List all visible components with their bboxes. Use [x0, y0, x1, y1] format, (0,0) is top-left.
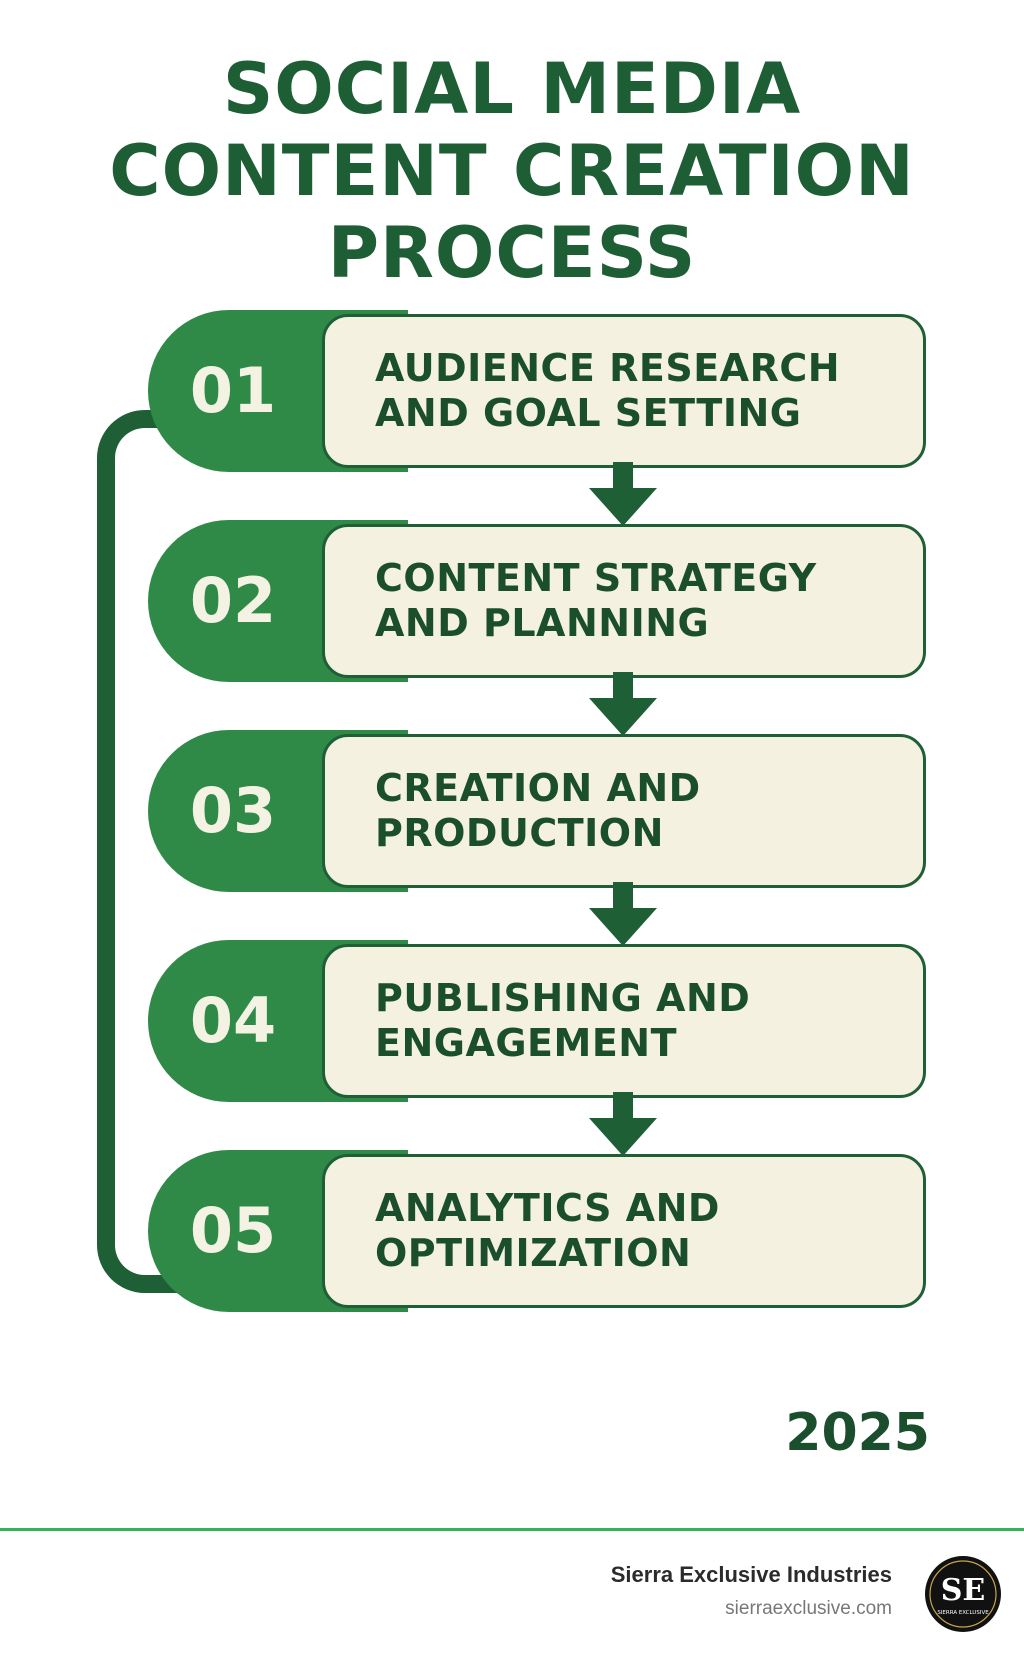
- down-arrow-icon: [589, 672, 657, 736]
- step-label-box: ANALYTICS AND OPTIMIZATION: [322, 1154, 926, 1308]
- step-label-box: AUDIENCE RESEARCH AND GOAL SETTING: [322, 314, 926, 468]
- step-label: ANALYTICS AND OPTIMIZATION: [375, 1157, 915, 1305]
- step-label: CREATION AND PRODUCTION: [375, 737, 915, 885]
- step-label-line-2: AND PLANNING: [375, 601, 710, 645]
- logo-subtext: SIERRA EXCLUSIVE: [937, 1610, 989, 1616]
- company-logo: SE SIERRA EXCLUSIVE: [925, 1556, 1001, 1632]
- step-label: PUBLISHING AND ENGAGEMENT: [375, 947, 915, 1095]
- step-label-line-1: CREATION AND: [375, 766, 701, 810]
- year-label: 2025: [785, 1403, 930, 1463]
- step-number: 02: [189, 564, 277, 637]
- step-3: 03 CREATION AND PRODUCTION: [148, 730, 928, 892]
- down-arrow-icon: [589, 462, 657, 526]
- step-label: AUDIENCE RESEARCH AND GOAL SETTING: [375, 317, 915, 465]
- step-number: 01: [189, 354, 277, 427]
- step-number: 04: [189, 984, 277, 1057]
- step-label-box: CREATION AND PRODUCTION: [322, 734, 926, 888]
- step-label-box: PUBLISHING AND ENGAGEMENT: [322, 944, 926, 1098]
- step-1: 01 AUDIENCE RESEARCH AND GOAL SETTING: [148, 310, 928, 472]
- page-title: SOCIAL MEDIA CONTENT CREATION PROCESS: [0, 48, 1024, 294]
- title-line-2: CONTENT CREATION: [109, 130, 915, 212]
- title-line-3: PROCESS: [327, 212, 697, 294]
- company-name: Sierra Exclusive Industries: [610, 1562, 892, 1587]
- step-label-line-2: OPTIMIZATION: [375, 1231, 692, 1275]
- website-link[interactable]: sierraexclusive.com: [725, 1598, 892, 1619]
- step-2: 02 CONTENT STRATEGY AND PLANNING: [148, 520, 928, 682]
- step-label-box: CONTENT STRATEGY AND PLANNING: [322, 524, 926, 678]
- step-label-line-1: PUBLISHING AND: [375, 976, 751, 1020]
- step-5: 05 ANALYTICS AND OPTIMIZATION: [148, 1150, 928, 1312]
- step-label-line-2: ENGAGEMENT: [375, 1021, 678, 1065]
- title-line-1: SOCIAL MEDIA: [222, 48, 802, 130]
- step-number: 05: [189, 1194, 277, 1267]
- step-label-line-2: PRODUCTION: [375, 811, 664, 855]
- step-label-line-1: ANALYTICS AND: [375, 1186, 720, 1230]
- step-label-line-2: AND GOAL SETTING: [375, 391, 802, 435]
- step-number: 03: [189, 774, 277, 847]
- down-arrow-icon: [589, 882, 657, 946]
- logo-letters: SE: [941, 1573, 986, 1608]
- step-label-line-1: AUDIENCE RESEARCH: [375, 346, 841, 390]
- step-4: 04 PUBLISHING AND ENGAGEMENT: [148, 940, 928, 1102]
- footer-divider: [0, 1528, 1024, 1531]
- step-label-line-1: CONTENT STRATEGY: [375, 556, 817, 600]
- down-arrow-icon: [589, 1092, 657, 1156]
- step-label: CONTENT STRATEGY AND PLANNING: [375, 527, 915, 675]
